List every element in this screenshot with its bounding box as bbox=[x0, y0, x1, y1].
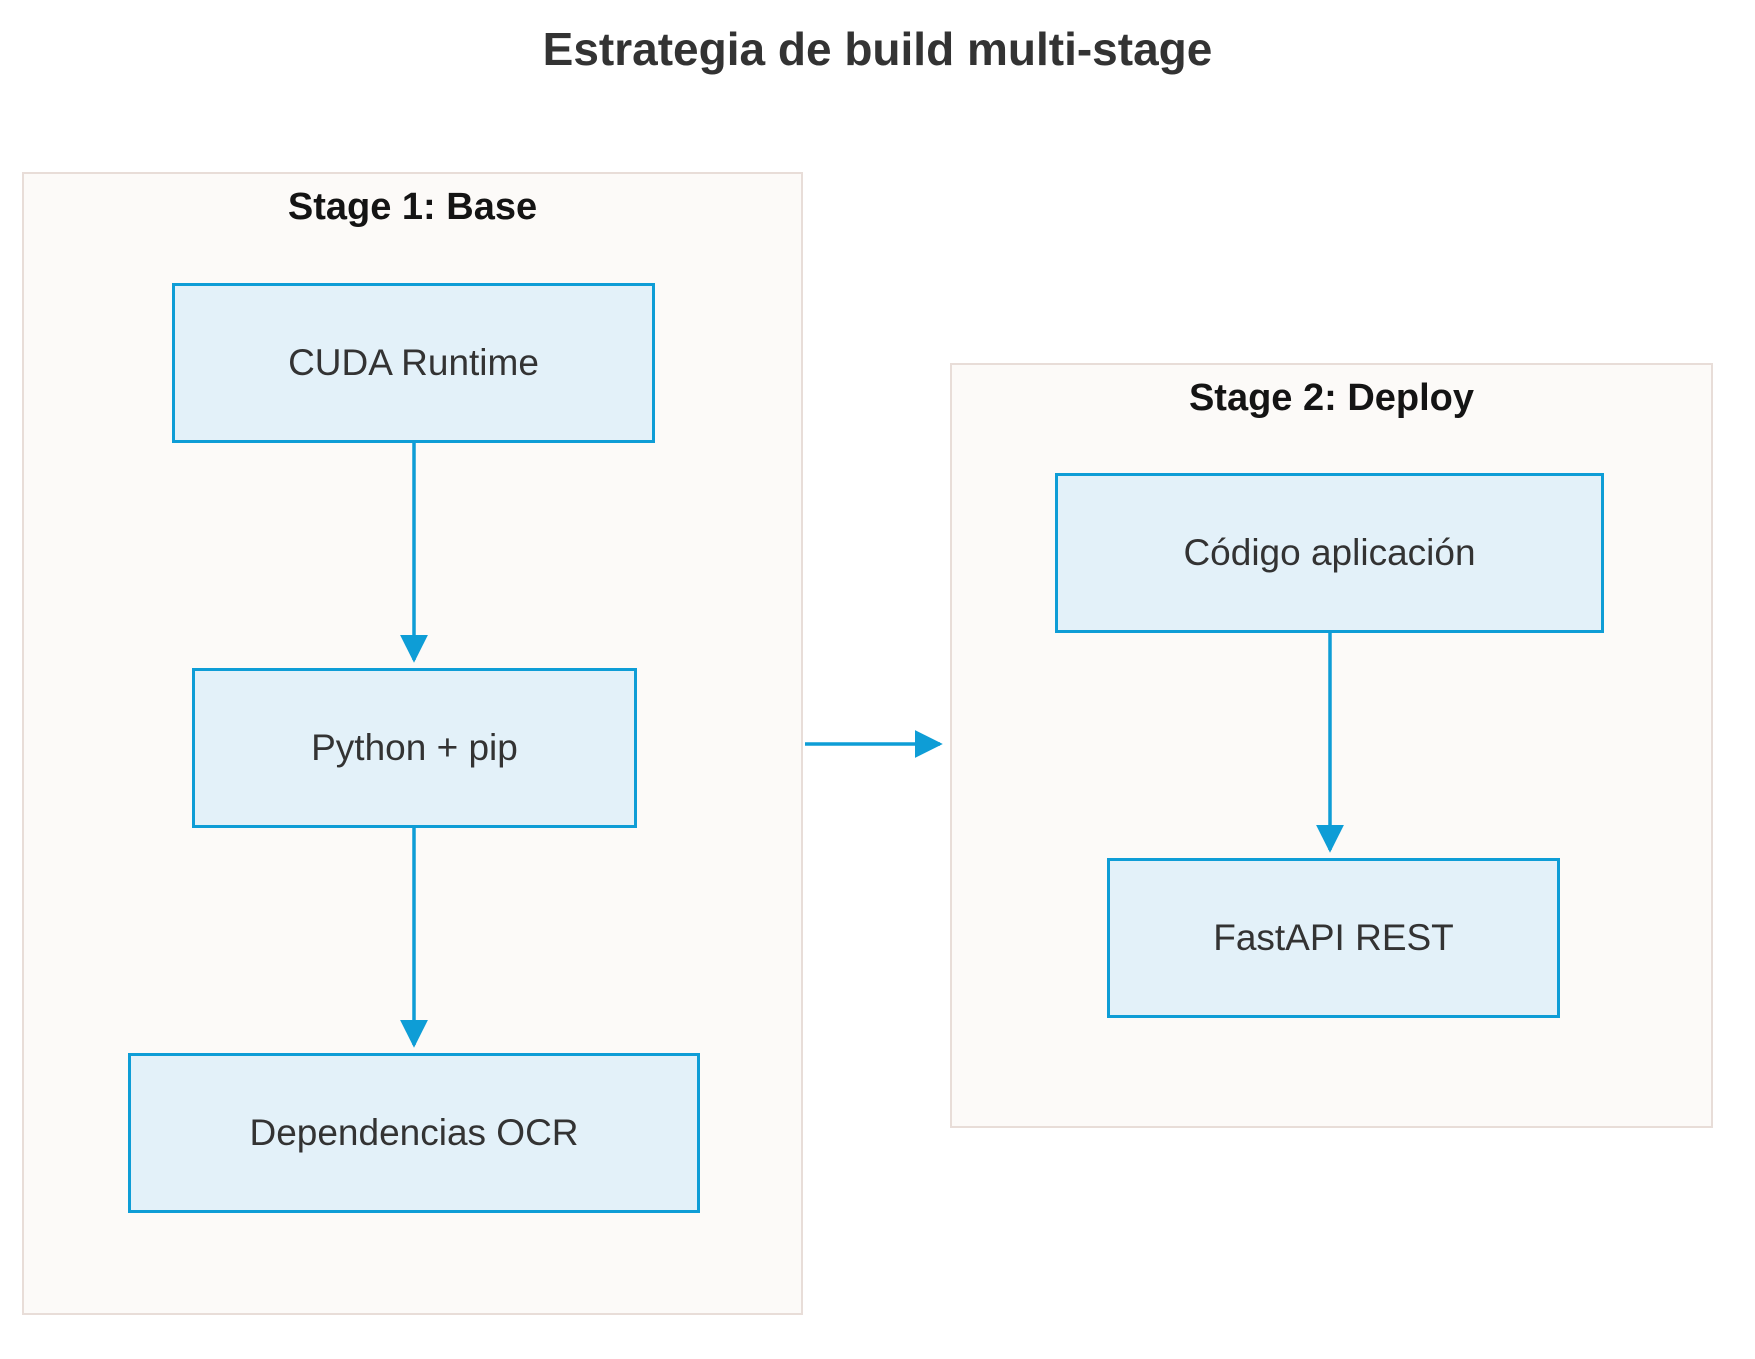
node-fastapi-rest: FastAPI REST bbox=[1107, 858, 1560, 1018]
node-python-pip: Python + pip bbox=[192, 668, 637, 828]
node-cuda-runtime-label: CUDA Runtime bbox=[288, 342, 539, 383]
node-dependencias-ocr-label: Dependencias OCR bbox=[249, 1112, 579, 1153]
node-codigo-aplicacion: Código aplicación bbox=[1055, 473, 1604, 633]
node-fastapi-rest-label: FastAPI REST bbox=[1213, 917, 1454, 958]
cluster-stage-2-label: Stage 2: Deploy bbox=[1188, 377, 1475, 419]
cluster-stage-1-label: Stage 1: Base bbox=[287, 186, 538, 228]
node-codigo-aplicacion-label: Código aplicación bbox=[1183, 532, 1476, 573]
node-dependencias-ocr: Dependencias OCR bbox=[128, 1053, 700, 1213]
node-cuda-runtime: CUDA Runtime bbox=[172, 283, 655, 443]
diagram-title: Estrategia de build multi-stage bbox=[542, 23, 1213, 75]
node-python-pip-label: Python + pip bbox=[311, 727, 518, 768]
